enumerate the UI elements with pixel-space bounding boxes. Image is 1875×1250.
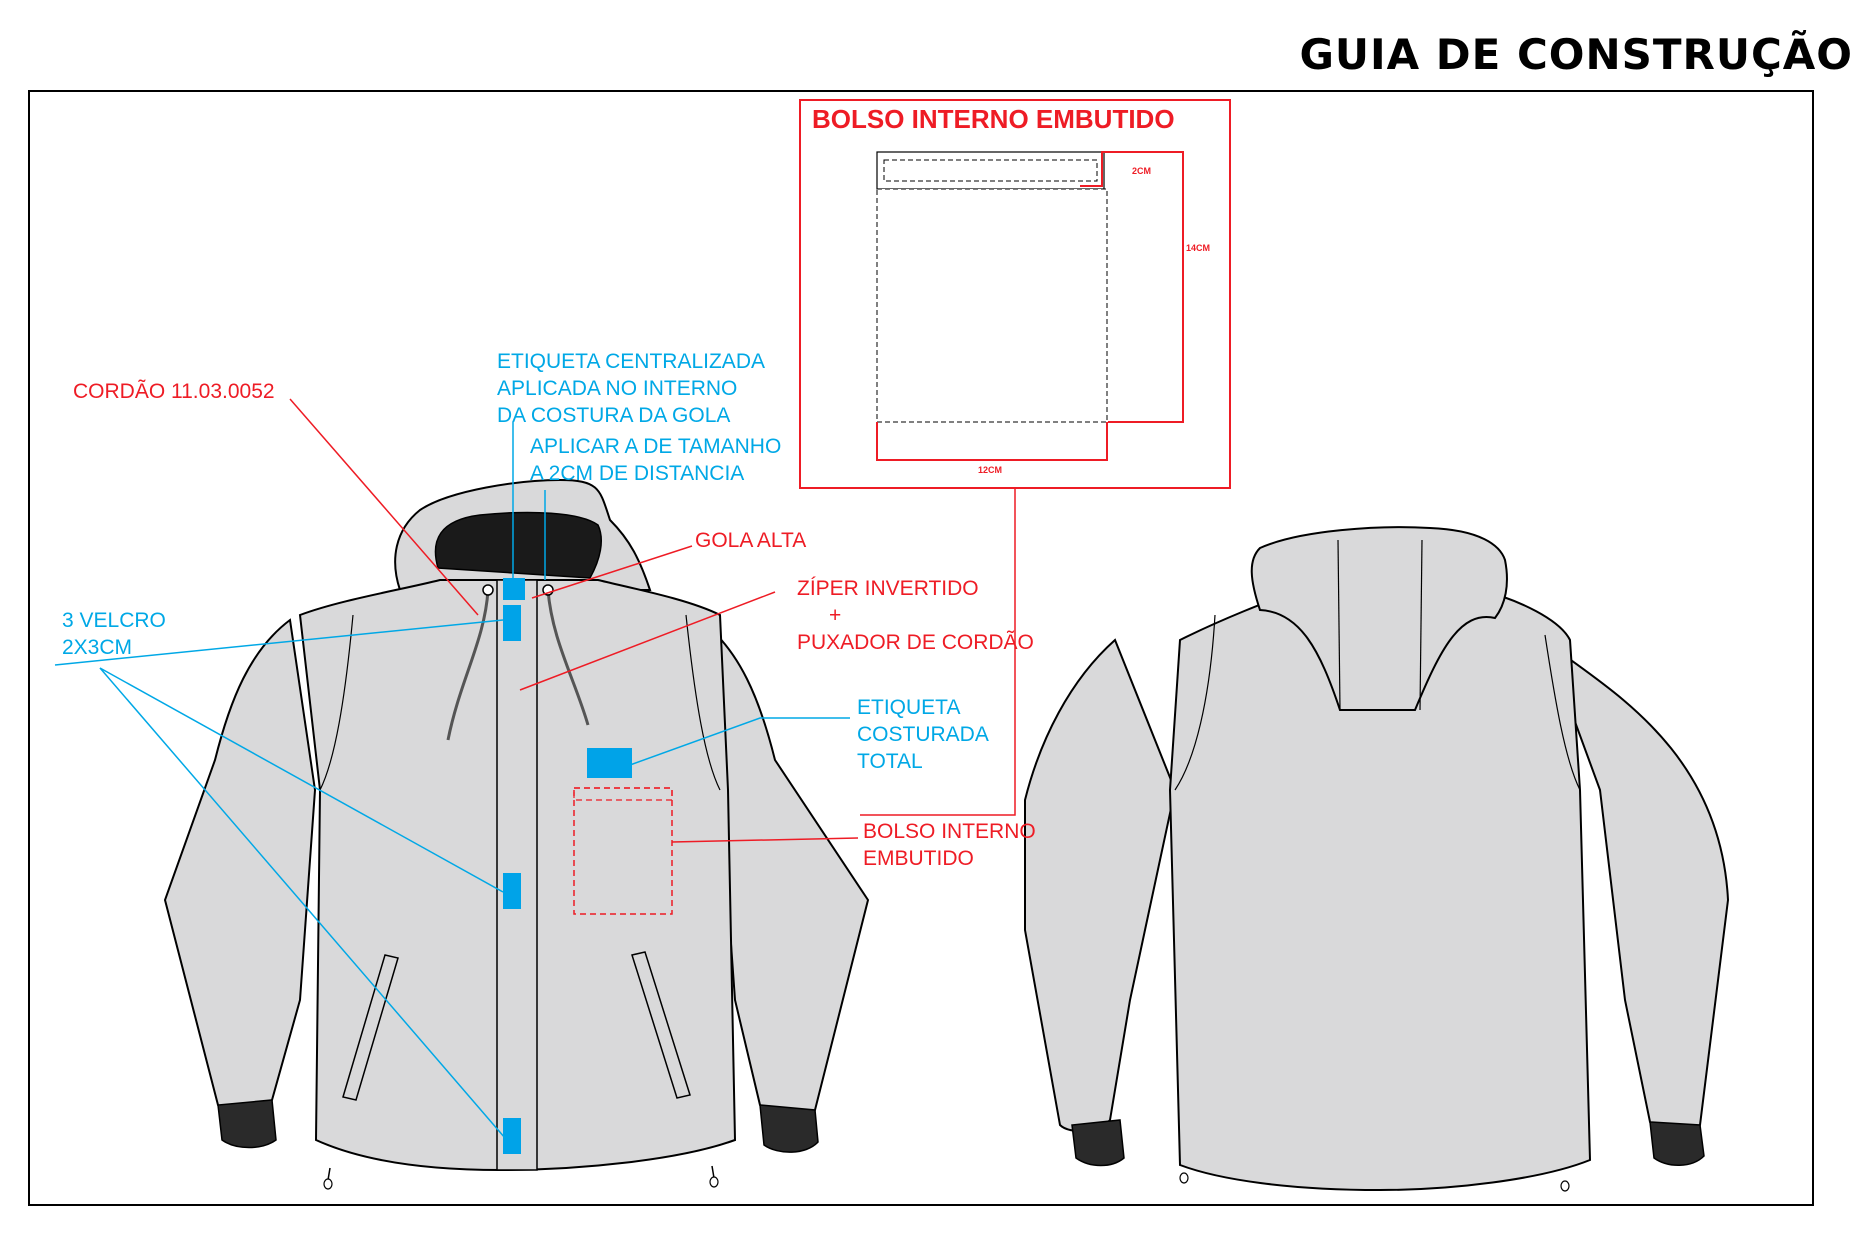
front-left-seam xyxy=(319,614,354,791)
back-left-sleeve xyxy=(1024,638,1177,1132)
hem-toggle-right xyxy=(711,1165,715,1179)
velcro-patch-1 xyxy=(503,605,521,641)
pocket-detail xyxy=(799,99,1231,489)
label-etiqueta-costurada: ETIQUETA COSTURADA TOTAL xyxy=(857,696,989,773)
label-aplicar-tamanho: APLICAR A DE TAMANHO A 2CM DE DISTANCIA xyxy=(530,435,782,485)
dim-label-top: 2CM xyxy=(1132,166,1152,176)
back-hood xyxy=(1250,526,1508,711)
leader-cordao xyxy=(289,398,479,616)
front-left-sleeve xyxy=(163,618,317,1112)
label-cordao: CORDÃO 11.03.0052 xyxy=(73,380,275,403)
inner-pocket-outline xyxy=(573,787,673,915)
callout-lines xyxy=(54,398,1016,1139)
back-left-seam xyxy=(1174,614,1216,791)
label-velcro: 3 VELCRO 2X3CM xyxy=(62,609,166,659)
label-bolso-interno: BOLSO INTERNO EMBUTIDO xyxy=(863,820,1036,870)
leader-velcro-3 xyxy=(99,667,506,1139)
inner-pocket-welt xyxy=(573,787,673,801)
leader-gola-alta xyxy=(531,545,693,599)
drawcord-right xyxy=(546,589,590,726)
leader-pocket-detail xyxy=(860,488,1016,816)
front-right-seam xyxy=(685,614,721,791)
front-left-cuff xyxy=(217,1099,277,1149)
dim-line-top xyxy=(1080,151,1112,187)
drawing-frame xyxy=(28,90,1814,1206)
velcro-patch-2 xyxy=(503,873,521,909)
pocket-detail-title: BOLSO INTERNO EMBUTIDO xyxy=(812,104,1175,134)
drawcord-left xyxy=(446,589,490,741)
back-hood-panel-left xyxy=(1337,539,1341,711)
pocket-welt xyxy=(876,151,1105,190)
collar-inner xyxy=(434,511,602,579)
dim-label-height: 14CM xyxy=(1186,243,1211,253)
label-etiqueta-centralizada: ETIQUETA CENTRALIZADA APLICADA NO INTERN… xyxy=(497,350,765,427)
back-right-seam xyxy=(1544,634,1581,791)
label-gola-alta: GOLA ALTA xyxy=(695,529,807,552)
back-jacket xyxy=(1024,526,1730,1192)
pocket-welt-dashed xyxy=(883,159,1098,182)
back-hood-panel-right xyxy=(1419,539,1423,711)
page-title: GUIA DE CONSTRUÇÃO xyxy=(1299,30,1853,79)
hem-toggle-left xyxy=(327,1167,331,1181)
front-left-pocket xyxy=(342,954,399,1101)
back-right-cuff xyxy=(1649,1121,1705,1166)
back-hem-toggle-right xyxy=(1560,1180,1570,1192)
leader-ziper xyxy=(519,591,776,691)
back-hem-toggle-left xyxy=(1179,1172,1189,1184)
leader-velcro-2 xyxy=(99,667,504,893)
front-jacket xyxy=(163,478,870,1190)
leader-bolso-interno xyxy=(671,837,859,843)
leader-velcro-1 xyxy=(54,619,504,666)
leader-etiqueta-costurada xyxy=(629,717,850,766)
dim-label-width: 12CM xyxy=(978,465,1003,475)
label-ziper: ZÍPER INVERTIDO + PUXADOR DE CORDÃO xyxy=(797,577,1034,654)
chest-label xyxy=(587,748,632,778)
back-left-cuff xyxy=(1071,1119,1125,1167)
grommet-left xyxy=(482,584,494,596)
front-right-cuff xyxy=(759,1104,819,1153)
dim-line-height xyxy=(1108,151,1184,423)
velcro-patch-3 xyxy=(503,1118,521,1154)
pocket-bag xyxy=(876,188,1108,423)
dim-line-width xyxy=(876,422,1108,461)
front-right-pocket xyxy=(631,951,691,1099)
collar-label xyxy=(503,578,525,600)
